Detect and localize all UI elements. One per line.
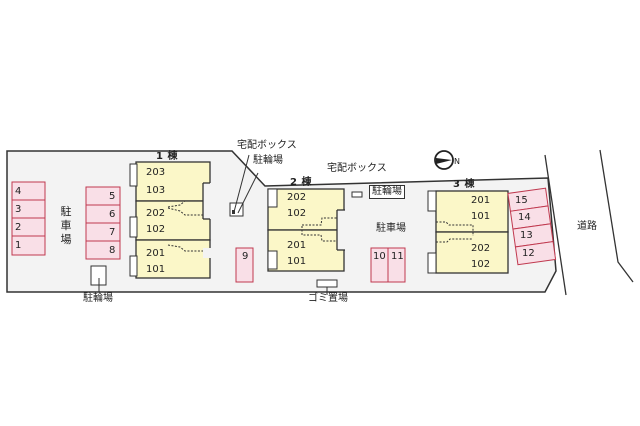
unit-201: 201 [471,195,491,206]
parking-area-label-left: 駐車場 [60,205,72,246]
delivery-box-label-right: 宅配ボックス [327,163,387,174]
unit-103: 103 [146,185,166,196]
road-edge-left [544,154,567,296]
unit-102: 102 [287,208,307,219]
bicycle-parking-box-label: 駐輪場 [369,185,405,199]
road-edge-right [599,149,634,283]
parking-space-14: 14 [518,212,531,223]
garbage-area-label: ゴミ置場 [308,293,348,304]
delivery-box-right [351,191,363,198]
parking-space-4: 4 [15,186,22,197]
unit-202: 202 [287,192,307,203]
parking-space-11-label: 11 [391,251,404,262]
parking-space-10-label: 10 [373,251,386,262]
delivery-box-left [229,202,244,217]
delivery-box-label-left: 宅配ボックス [237,140,297,151]
building-3 [427,190,509,274]
parking-left-column [11,181,46,256]
road-label: 道路 [577,221,597,232]
parking-space-6: 6 [109,209,116,220]
parking-space-11 [387,247,406,283]
svg-text:N: N [454,157,460,166]
parking-center-left-column [85,186,121,260]
building-2-label: 2 棟 [290,177,312,188]
building-1 [129,161,211,279]
unit-101: 101 [471,211,491,222]
parking-space-8: 8 [109,245,116,256]
building-2 [267,188,345,272]
parking-area-label-center: 駐車場 [376,223,406,234]
bicycle-parking-label-bottom: 駐輪場 [83,293,113,304]
unit-102: 102 [146,224,166,235]
parking-space-9-label: 9 [242,251,249,262]
building-3-label: 3 棟 [453,179,475,190]
parking-space-9 [235,247,254,283]
parking-space-1: 1 [15,240,22,251]
unit-101: 101 [146,264,166,275]
unit-201: 201 [146,248,166,259]
garbage-area [316,279,338,288]
parking-space-7: 7 [109,227,116,238]
parking-space-3: 3 [15,204,22,215]
bicycle-parking-label-top: 駐輪場 [253,155,283,166]
building-1-label: 1 棟 [156,151,178,162]
parking-space-2: 2 [15,222,22,233]
parking-space-13: 13 [520,230,533,241]
unit-203: 203 [146,167,166,178]
unit-202: 202 [471,243,491,254]
unit-101: 101 [287,256,307,267]
parking-space-15: 15 [515,195,528,206]
parking-space-5: 5 [109,191,116,202]
compass-icon: N [434,150,460,170]
parking-right-column [507,187,557,266]
parking-space-12: 12 [522,248,535,259]
unit-202: 202 [146,208,166,219]
unit-102: 102 [471,259,491,270]
unit-201: 201 [287,240,307,251]
